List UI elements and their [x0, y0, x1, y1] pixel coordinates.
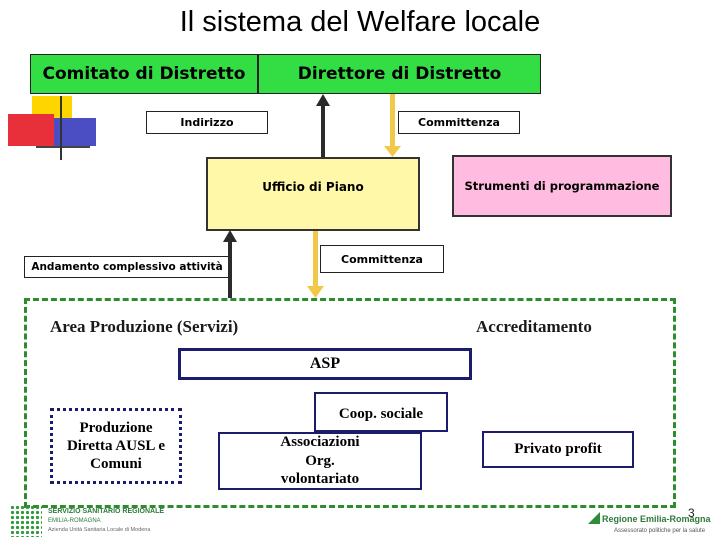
produzione-diretta-box: Produzione Diretta AUSL e Comuni: [50, 408, 182, 484]
andamento-box: Andamento complessivo attività: [24, 256, 230, 278]
committenza-top-box: Committenza: [398, 111, 520, 134]
regione-logo: Regione Emilia-Romagna Assessorato polit…: [588, 510, 716, 538]
regione-logo-mark-icon: [588, 512, 600, 524]
ssr-logo-line1: SERVIZIO SANITARIO REGIONALE: [48, 508, 165, 515]
area-produzione-label: Area Produzione (Servizi): [50, 317, 239, 336]
arrow-up-direttore: [316, 94, 330, 157]
area-produzione-border: [24, 298, 676, 508]
arrow-down-ufficio: [307, 231, 324, 298]
committenza-mid-box: Committenza: [320, 245, 444, 273]
decor-squares: [8, 96, 98, 160]
ufficio-di-piano-box: Ufficio di Piano: [206, 157, 420, 231]
coop-sociale-box: Coop. sociale: [314, 392, 448, 432]
ssr-logo-mark-icon: [10, 505, 42, 537]
associazioni-box: Associazioni Org. volontariato: [218, 432, 422, 490]
page-title: Il sistema del Welfare locale: [179, 6, 541, 38]
direttore-box: Direttore di Distretto: [258, 54, 541, 94]
privato-profit-box: Privato profit: [482, 431, 634, 468]
regione-logo-tagline: Assessorato politiche per la salute: [614, 528, 706, 534]
accreditamento-label: Accreditamento: [476, 317, 592, 336]
ssr-logo: SERVIZIO SANITARIO REGIONALE EMILIA-ROMA…: [10, 505, 230, 537]
arrow-up-andamento: [223, 230, 237, 298]
arrow-down-committenza: [384, 94, 401, 157]
strumenti-box: Strumenti di programmazione: [452, 155, 672, 217]
regione-logo-name: Regione Emilia-Romagna: [602, 514, 711, 524]
ssr-logo-line3: Azienda Unità Sanitaria Locale di Modena: [48, 527, 151, 533]
ssr-logo-line2: EMILIA-ROMAGNA: [48, 518, 101, 524]
comitato-box: Comitato di Distretto: [30, 54, 258, 94]
asp-box: ASP: [178, 348, 472, 380]
indirizzo-box: Indirizzo: [146, 111, 268, 134]
page-number: 3: [688, 506, 695, 520]
